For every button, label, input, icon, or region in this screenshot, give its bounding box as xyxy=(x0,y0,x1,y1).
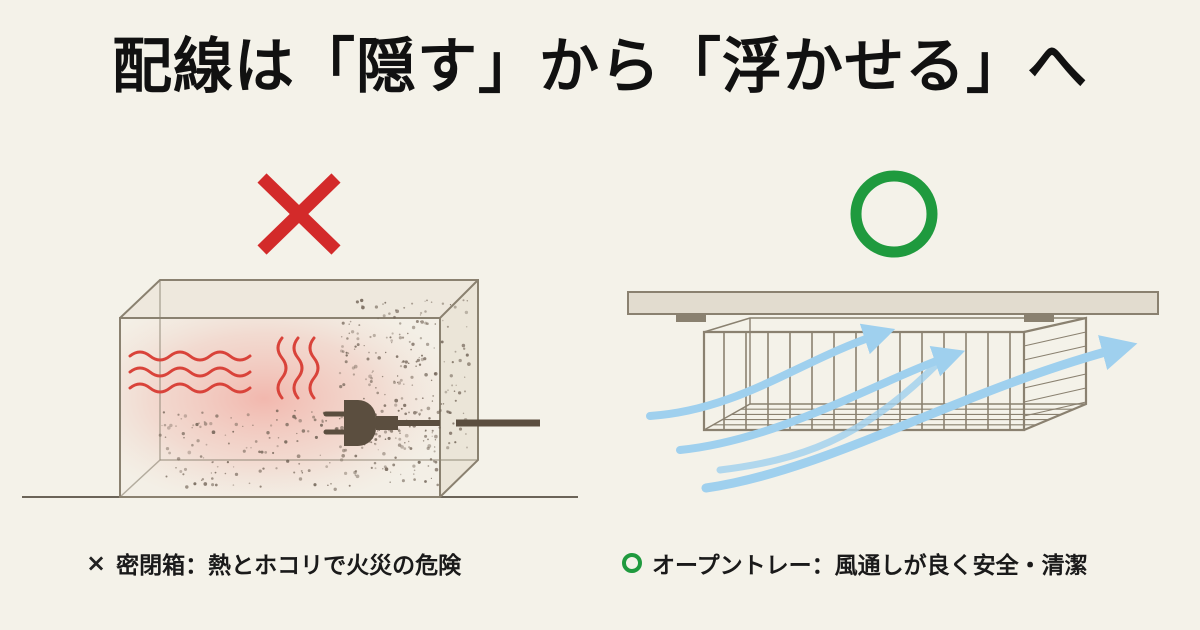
caption-sealed-box: × 密閉箱：熱とホコリで火災の危険 xyxy=(86,546,461,580)
power-plug-icon xyxy=(323,400,440,446)
dust-particles xyxy=(158,298,471,491)
sealed-box xyxy=(119,279,479,498)
airflow-arrows-icon xyxy=(646,323,1138,493)
page-title: 配線は「隠す」から「浮かせる」へ xyxy=(112,32,1088,102)
green-circle-mark xyxy=(850,170,938,258)
circle-mark-icon xyxy=(622,553,642,573)
caption-sealed-box-text: 密閉箱：熱とホコリで火災の危険 xyxy=(116,553,462,579)
red-x-mark xyxy=(257,173,341,255)
x-mark-icon: × xyxy=(86,549,107,577)
caption-open-tray: オープントレー：風通しが良く安全・清潔 xyxy=(622,546,1088,580)
heat-waves-icon xyxy=(128,336,320,400)
caption-open-tray-text: オープントレー：風通しが良く安全・清潔 xyxy=(652,553,1088,579)
